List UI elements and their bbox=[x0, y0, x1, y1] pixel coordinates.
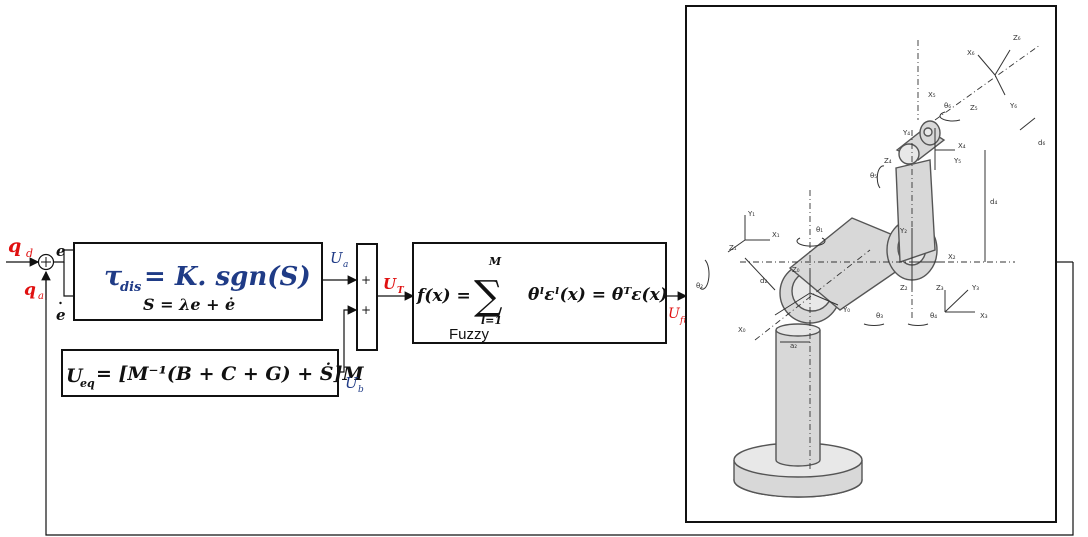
sliding-block bbox=[73, 242, 323, 321]
fuzzy-label: Fuzzy bbox=[449, 326, 490, 343]
svg-text:a₂: a₂ bbox=[790, 342, 797, 350]
svg-text:d₄: d₄ bbox=[990, 198, 997, 206]
edot-line bbox=[63, 262, 74, 297]
svg-text:θ₂: θ₂ bbox=[696, 282, 703, 290]
fuzzy-lhs: f(x) = bbox=[416, 286, 471, 306]
svg-text:a: a bbox=[343, 260, 348, 270]
summing-junction bbox=[37, 253, 55, 271]
ub-label: U bbox=[345, 374, 359, 392]
adder-plus-2: + bbox=[361, 303, 371, 317]
svg-text:U: U bbox=[66, 365, 84, 387]
tau-dis-equation: τ dis = K. sgn(S) bbox=[104, 261, 311, 295]
ub-line bbox=[338, 305, 358, 373]
svg-text:eq: eq bbox=[80, 377, 95, 390]
fuzzy-rhs: θˡεˡ(x) = θᵀε(x) bbox=[528, 285, 668, 305]
adder-block bbox=[356, 243, 378, 351]
svg-text:Y₃: Y₃ bbox=[971, 284, 979, 292]
e-line bbox=[54, 249, 74, 263]
robot-frame-labels: X₀ Y₀ Z₀ X₁ Y₁ Z₁ X₂ Y₂ Z₂ X₃ Y₃ Z₃ X₄ Y… bbox=[696, 34, 1045, 350]
qd-input: q d bbox=[6, 235, 40, 267]
robot-arm-drawing bbox=[699, 40, 1041, 498]
svg-text:Y₅: Y₅ bbox=[953, 157, 961, 165]
qd-label: q bbox=[8, 235, 21, 257]
qa-sub: a bbox=[38, 291, 44, 302]
svg-text:Y₆: Y₆ bbox=[1009, 102, 1017, 110]
equivalent-control-block bbox=[61, 349, 339, 397]
svg-text:Z₆: Z₆ bbox=[1013, 34, 1021, 42]
sum-symbol: ∑ bbox=[474, 273, 503, 319]
ua-label: U bbox=[330, 249, 344, 267]
svg-text:θ₄: θ₄ bbox=[930, 312, 937, 320]
svg-text:X₃: X₃ bbox=[980, 312, 988, 320]
svg-text:X₂: X₂ bbox=[948, 253, 956, 261]
svg-text:X₁: X₁ bbox=[772, 231, 780, 239]
svg-text:X₀: X₀ bbox=[738, 326, 746, 334]
svg-text:T: T bbox=[397, 286, 405, 296]
ut-label: U bbox=[383, 275, 397, 293]
sum-upper: M bbox=[488, 255, 502, 268]
svg-text:= [M⁻¹(B + C + G) + Ṡ]M: = [M⁻¹(B + C + G) + Ṡ]M bbox=[96, 362, 364, 385]
ueq-equation: U eq = [M⁻¹(B + C + G) + Ṡ]M bbox=[66, 362, 364, 390]
svg-text:Z₁: Z₁ bbox=[729, 244, 737, 252]
svg-text:Y₀: Y₀ bbox=[842, 306, 850, 314]
feedback-line bbox=[45, 262, 1074, 536]
fuzzy-block bbox=[412, 242, 667, 344]
svg-text:θ₁: θ₁ bbox=[816, 226, 823, 234]
e-label: e bbox=[56, 242, 66, 260]
svg-text:X₄: X₄ bbox=[958, 142, 966, 150]
svg-text:θ₃: θ₃ bbox=[876, 312, 883, 320]
svg-text:Y₄: Y₄ bbox=[902, 129, 910, 137]
svg-text:= K. sgn(S): = K. sgn(S) bbox=[144, 262, 311, 292]
svg-text:dis: dis bbox=[120, 280, 142, 295]
svg-text:θ₆: θ₆ bbox=[944, 102, 951, 110]
svg-text:X₆: X₆ bbox=[967, 49, 975, 57]
svg-text:Z₅: Z₅ bbox=[970, 104, 978, 112]
svg-text:Y₁: Y₁ bbox=[747, 210, 755, 218]
adder-plus-1: + bbox=[361, 273, 371, 287]
svg-text:X₅: X₅ bbox=[928, 91, 936, 99]
svg-text:θ₅: θ₅ bbox=[870, 172, 877, 180]
svg-text:b: b bbox=[358, 385, 364, 395]
svg-text:d₂: d₂ bbox=[760, 277, 767, 285]
svg-text:Z₂: Z₂ bbox=[900, 284, 908, 292]
svg-text:Z₃: Z₃ bbox=[936, 284, 944, 292]
svg-text:Z₄: Z₄ bbox=[884, 157, 892, 165]
ufuzzy-label: U bbox=[668, 306, 681, 322]
edot-label: e bbox=[56, 306, 66, 324]
qa-label: q bbox=[24, 280, 36, 300]
sum-lower: l=1 bbox=[481, 314, 502, 327]
svg-text:Z₀: Z₀ bbox=[792, 266, 800, 274]
qd-sub: d bbox=[26, 247, 33, 260]
svg-text:d₆: d₆ bbox=[1038, 139, 1045, 147]
svg-text:Y₂: Y₂ bbox=[899, 227, 907, 235]
svg-text:τ: τ bbox=[104, 261, 123, 292]
sliding-surface-equation: S = λe + ė bbox=[143, 295, 235, 314]
